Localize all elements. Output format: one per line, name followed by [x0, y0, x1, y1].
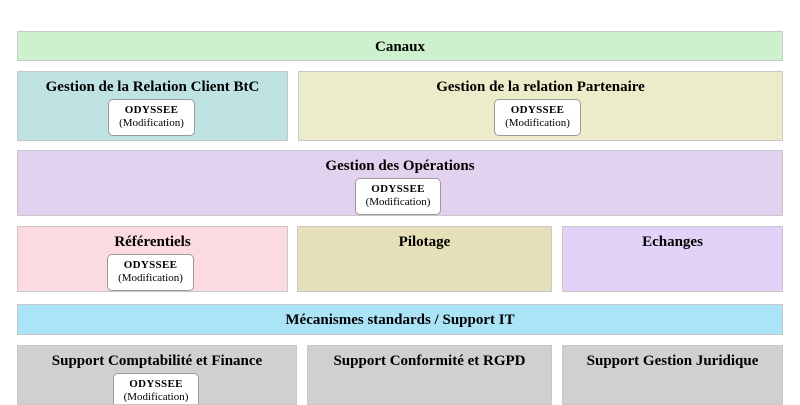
- block-title-gestion-relation-client-btc: Gestion de la Relation Client BtC: [45, 79, 260, 95]
- block-title-support-gestion-juridique: Support Gestion Juridique: [586, 353, 759, 369]
- app-box-odyssee[interactable]: ODYSSEE (Modification): [108, 99, 195, 136]
- app-name: ODYSSEE: [123, 259, 178, 271]
- app-status: (Modification): [119, 117, 184, 129]
- block-title-mecanismes-standards-support-it: Mécanismes standards / Support IT: [285, 312, 515, 328]
- app-box-wrapper: ODYSSEE (Modification): [18, 251, 287, 291]
- block-title-support-conformite-et-rgpd: Support Conformité et RGPD: [333, 353, 526, 369]
- app-box-odyssee[interactable]: ODYSSEE (Modification): [112, 373, 200, 404]
- block-support-gestion-juridique[interactable]: Support Gestion Juridique: [562, 345, 783, 405]
- app-name: ODYSSEE: [124, 104, 179, 116]
- block-support-comptabilite-et-finance[interactable]: Support Comptabilité et Finance ODYSSEE …: [17, 345, 297, 405]
- block-pilotage[interactable]: Pilotage: [297, 226, 552, 292]
- block-support-conformite-et-rgpd[interactable]: Support Conformité et RGPD: [307, 345, 552, 405]
- block-gestion-des-operations[interactable]: Gestion des Opérations ODYSSEE (Modifica…: [17, 150, 783, 216]
- block-title-gestion-des-operations: Gestion des Opérations: [325, 158, 475, 174]
- block-title-support-comptabilite-et-finance: Support Comptabilité et Finance: [51, 353, 263, 369]
- block-title-pilotage: Pilotage: [398, 234, 451, 250]
- block-mecanismes-standards-support-it[interactable]: Mécanismes standards / Support IT: [17, 304, 783, 335]
- block-echanges[interactable]: Echanges: [562, 226, 783, 292]
- block-canaux[interactable]: Canaux: [17, 31, 783, 61]
- app-status: (Modification): [365, 196, 431, 208]
- app-box-odyssee[interactable]: ODYSSEE (Modification): [494, 99, 581, 136]
- block-title-referentiels: Référentiels: [114, 234, 191, 250]
- block-title-canaux: Canaux: [374, 39, 426, 55]
- app-status: (Modification): [505, 117, 570, 129]
- app-box-odyssee[interactable]: ODYSSEE (Modification): [354, 178, 442, 215]
- app-name: ODYSSEE: [129, 378, 183, 390]
- block-title-gestion-relation-partenaire: Gestion de la relation Partenaire: [436, 79, 645, 95]
- app-box-odyssee[interactable]: ODYSSEE (Modification): [107, 254, 194, 291]
- app-name: ODYSSEE: [371, 183, 425, 195]
- app-box-wrapper: ODYSSEE (Modification): [18, 370, 296, 404]
- block-title-echanges: Echanges: [642, 234, 703, 250]
- block-referentiels[interactable]: Référentiels ODYSSEE (Modification): [17, 226, 288, 292]
- app-box-wrapper: ODYSSEE (Modification): [18, 96, 287, 136]
- app-status: (Modification): [123, 391, 189, 403]
- app-box-wrapper: ODYSSEE (Modification): [18, 175, 782, 215]
- app-status: (Modification): [118, 272, 183, 284]
- app-box-wrapper: ODYSSEE (Modification): [299, 96, 782, 136]
- block-gestion-relation-client-btc[interactable]: Gestion de la Relation Client BtC ODYSSE…: [17, 71, 288, 141]
- app-name: ODYSSEE: [510, 104, 565, 116]
- block-gestion-relation-partenaire[interactable]: Gestion de la relation Partenaire ODYSSE…: [298, 71, 783, 141]
